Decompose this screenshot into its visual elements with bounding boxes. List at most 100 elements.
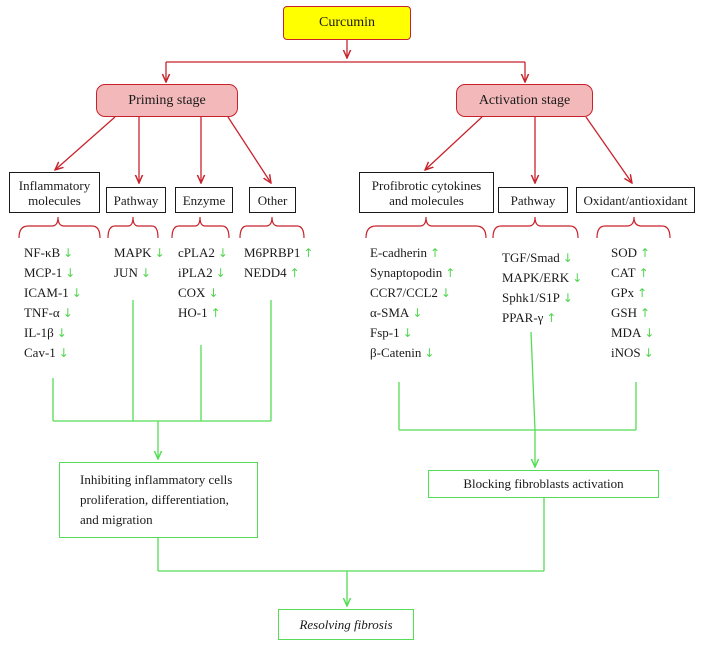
bracket-oxidant xyxy=(596,216,671,239)
marker-name: Sphk1/S1P xyxy=(502,290,560,305)
marker-item: MAPK↓ xyxy=(114,243,165,263)
marker-item: E-cadherin↑ xyxy=(370,243,455,263)
down-arrow-icon: ↓ xyxy=(62,306,73,320)
marker-name: iPLA2 xyxy=(178,265,213,280)
outcome-line: Blocking fibroblasts activation xyxy=(463,476,624,491)
marker-item: MCP-1↓ xyxy=(24,263,82,283)
bracket-enzyme xyxy=(171,216,230,239)
marker-item: MAPK/ERK↓ xyxy=(502,268,582,288)
category-label: Pathway xyxy=(510,192,556,208)
category-label-line: Profibrotic cytokines xyxy=(371,177,482,193)
marker-name: NF-κB xyxy=(24,245,61,260)
down-arrow-icon: ↓ xyxy=(643,346,654,360)
up-arrow-icon: ↑ xyxy=(640,246,651,260)
category-brackets xyxy=(18,216,671,239)
outcome-line: and migration xyxy=(80,512,153,527)
marker-name: NEDD4 xyxy=(244,265,287,280)
marker-name: E-cadherin xyxy=(370,245,428,260)
up-arrow-icon: ↑ xyxy=(637,286,648,300)
down-arrow-icon: ↓ xyxy=(412,306,423,320)
marker-name: iNOS xyxy=(611,345,641,360)
marker-name: COX xyxy=(178,285,206,300)
category-label: Other xyxy=(257,192,288,208)
priming-collector-connector xyxy=(52,300,272,459)
marker-name: MCP-1 xyxy=(24,265,63,280)
resolving-fibrosis-node: Resolving fibrosis xyxy=(278,609,414,640)
marker-item: GSH↑ xyxy=(611,303,654,323)
category-priming-pathway: Pathway xyxy=(106,187,166,213)
profibrotic-items-list: E-cadherin↑Synaptopodin↑CCR7/CCL2↓α-SMA↓… xyxy=(370,243,455,363)
marker-name: MAPK/ERK xyxy=(502,270,570,285)
marker-item: CCR7/CCL2↓ xyxy=(370,283,455,303)
down-arrow-icon: ↓ xyxy=(58,346,69,360)
down-arrow-icon: ↓ xyxy=(56,326,67,340)
marker-item: JUN↓ xyxy=(114,263,165,283)
down-arrow-icon: ↓ xyxy=(562,291,573,305)
category-inflammatory-molecules: Inflammatory molecules xyxy=(9,172,100,213)
priming-stage-node: Priming stage xyxy=(96,84,238,117)
marker-item: COX↓ xyxy=(178,283,228,303)
category-label-line: and molecules xyxy=(389,192,464,208)
marker-name: IL-1β xyxy=(24,325,54,340)
category-label: Oxidant/antioxidant xyxy=(583,192,688,208)
marker-name: TGF/Smad xyxy=(502,250,560,265)
activation-pathway-items-list: TGF/Smad↓MAPK/ERK↓Sphk1/S1P↓PPAR-γ↑ xyxy=(502,248,582,328)
down-arrow-icon: ↓ xyxy=(140,266,151,280)
marker-item: HO-1↑ xyxy=(178,303,228,323)
activation-to-categories-connector xyxy=(425,116,632,183)
up-arrow-icon: ↑ xyxy=(445,266,456,280)
marker-item: ICAM-1↓ xyxy=(24,283,82,303)
marker-item: cPLA2↓ xyxy=(178,243,228,263)
marker-item: M6PRBP1↑ xyxy=(244,243,313,263)
up-arrow-icon: ↑ xyxy=(210,306,221,320)
category-label-line: molecules xyxy=(28,192,81,208)
activation-collector-connector xyxy=(398,331,637,467)
marker-name: CAT xyxy=(611,265,636,280)
inflammatory-items-list: NF-κB↓MCP-1↓ICAM-1↓TNF-α↓IL-1β↓Cav-1↓ xyxy=(24,243,82,363)
category-activation-pathway: Pathway xyxy=(498,187,568,213)
down-arrow-icon: ↓ xyxy=(562,251,573,265)
up-arrow-icon: ↑ xyxy=(303,246,314,260)
resolving-fibrosis-label: Resolving fibrosis xyxy=(299,616,393,632)
outcome-line: proliferation, differentiation, xyxy=(80,492,229,507)
marker-name: ICAM-1 xyxy=(24,285,69,300)
up-arrow-icon: ↑ xyxy=(638,266,649,280)
marker-item: PPAR-γ↑ xyxy=(502,308,582,328)
root-to-stages-connector xyxy=(166,40,525,82)
marker-item: α-SMA↓ xyxy=(370,303,455,323)
priming-to-categories-connector xyxy=(55,116,271,183)
category-profibrotic-cytokines: Profibrotic cytokines and molecules xyxy=(359,172,494,213)
marker-item: Sphk1/S1P↓ xyxy=(502,288,582,308)
marker-item: MDA↓ xyxy=(611,323,654,343)
marker-name: β-Catenin xyxy=(370,345,422,360)
marker-name: HO-1 xyxy=(178,305,208,320)
marker-item: NF-κB↓ xyxy=(24,243,82,263)
marker-item: Fsp-1↓ xyxy=(370,323,455,343)
bracket-activation-pathway xyxy=(492,216,579,239)
marker-item: iPLA2↓ xyxy=(178,263,228,283)
down-arrow-icon: ↓ xyxy=(440,286,451,300)
marker-name: MDA xyxy=(611,325,642,340)
marker-item: TGF/Smad↓ xyxy=(502,248,582,268)
marker-name: α-SMA xyxy=(370,305,410,320)
marker-name: cPLA2 xyxy=(178,245,215,260)
enzyme-items-list: cPLA2↓iPLA2↓COX↓HO-1↑ xyxy=(178,243,228,323)
marker-name: Fsp-1 xyxy=(370,325,400,340)
down-arrow-icon: ↓ xyxy=(644,326,655,340)
marker-item: GPx↑ xyxy=(611,283,654,303)
down-arrow-icon: ↓ xyxy=(71,286,82,300)
down-arrow-icon: ↓ xyxy=(154,246,165,260)
down-arrow-icon: ↓ xyxy=(63,246,74,260)
category-label: Pathway xyxy=(113,192,159,208)
down-arrow-icon: ↓ xyxy=(424,346,435,360)
oxidant-items-list: SOD↑CAT↑GPx↑GSH↑MDA↓iNOS↓ xyxy=(611,243,654,363)
activation-stage-label: Activation stage xyxy=(478,92,571,108)
inhibiting-inflammatory-cells-node: Inhibiting inflammatory cells proliferat… xyxy=(59,462,258,538)
marker-name: MAPK xyxy=(114,245,152,260)
up-arrow-icon: ↑ xyxy=(430,246,441,260)
marker-item: IL-1β↓ xyxy=(24,323,82,343)
marker-item: SOD↑ xyxy=(611,243,654,263)
outcome-line: Inhibiting inflammatory cells xyxy=(80,472,233,487)
